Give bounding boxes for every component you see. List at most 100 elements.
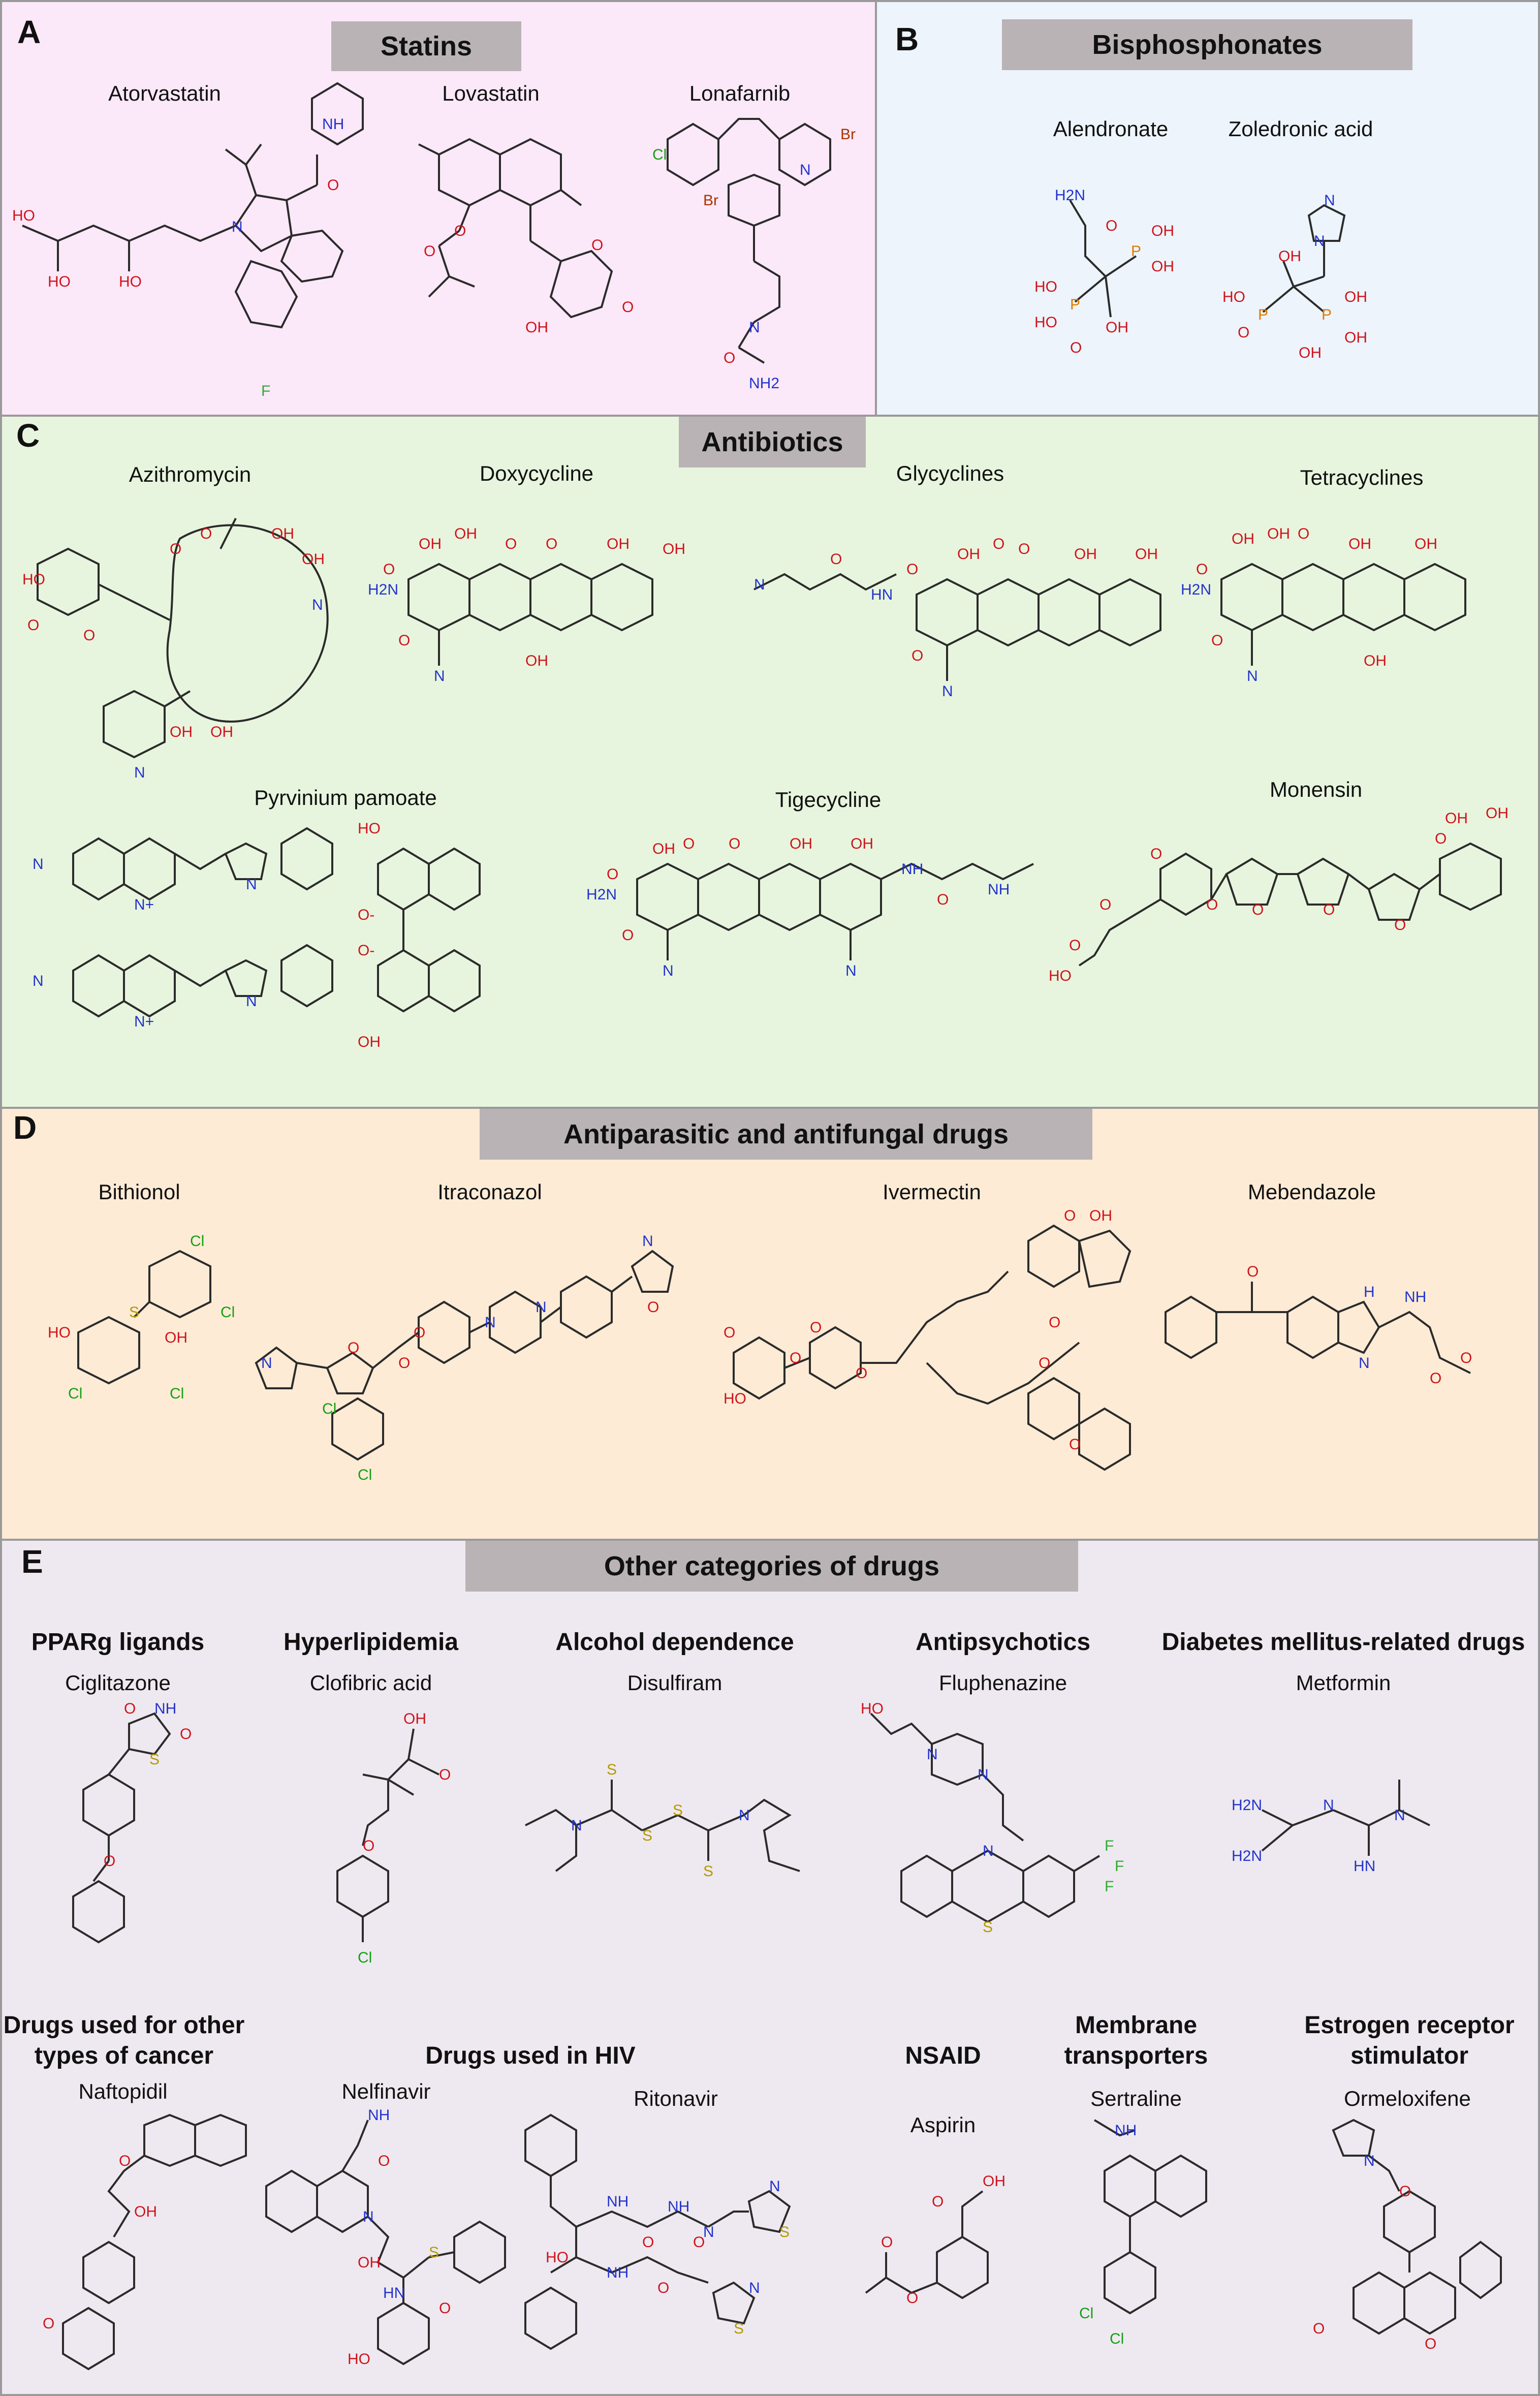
structure-mebendazole: O H N NH O O <box>1165 1263 1472 1387</box>
svg-text:NH: NH <box>1115 2122 1137 2139</box>
svg-text:N: N <box>312 597 323 613</box>
svg-text:N: N <box>363 2208 374 2225</box>
svg-text:Cl: Cl <box>170 1385 184 1402</box>
svg-text:NH: NH <box>154 1700 176 1717</box>
svg-text:O: O <box>1099 896 1111 913</box>
svg-text:OH: OH <box>1106 319 1128 336</box>
svg-text:O: O <box>1018 541 1030 557</box>
structure-naftopidil: O OH O <box>43 2113 247 2371</box>
svg-text:Cl: Cl <box>68 1385 82 1402</box>
category-other-cancer: Drugs used for other types of cancer <box>4 2010 245 2071</box>
svg-text:S: S <box>983 1919 993 1936</box>
category-diabetes: Diabetes mellitus-related drugs <box>1161 1629 1525 1656</box>
structure-metformin: H2N H2N N N HN <box>1232 1780 1430 1875</box>
structure-pyrvinium-pamoate: N N+ N N N+ N HO O- O- OH <box>33 820 481 1050</box>
structure-aspirin: OH O O O <box>865 2173 1005 2307</box>
category-other-cancer-line1: Drugs used for other <box>3 2012 245 2039</box>
svg-text:NH2: NH2 <box>749 375 779 392</box>
svg-text:N: N <box>1314 233 1325 250</box>
structure-ritonavir: HO NH O NH O N N S NH O S N <box>524 2113 791 2350</box>
svg-text:O: O <box>1313 2320 1325 2337</box>
svg-text:S: S <box>673 1802 683 1819</box>
svg-text:N: N <box>739 1807 750 1824</box>
svg-text:N: N <box>749 319 760 336</box>
panel-title-statins: Statins <box>331 21 521 71</box>
svg-text:O: O <box>1435 830 1447 847</box>
svg-text:N: N <box>261 1355 272 1372</box>
svg-text:H2N: H2N <box>1055 187 1085 204</box>
svg-text:HO: HO <box>348 2351 370 2368</box>
svg-text:O: O <box>830 551 842 568</box>
svg-text:HO: HO <box>22 571 45 588</box>
svg-text:S: S <box>734 2320 744 2337</box>
svg-text:OH: OH <box>1278 248 1301 265</box>
drug-label-monensin: Monensin <box>1269 777 1363 801</box>
svg-text:S: S <box>642 1827 652 1844</box>
panel-bisphosphonates: B Bisphosphonates Alendronate Zoledronic… <box>875 0 1540 417</box>
svg-text:OH: OH <box>525 652 548 669</box>
svg-text:HO: HO <box>1034 314 1057 331</box>
drug-label-nelfinavir: Nelfinavir <box>341 2079 431 2103</box>
svg-text:O: O <box>724 350 735 366</box>
structure-alendronate: H2N P P HO HO O OH OH O OH <box>1034 187 1174 356</box>
svg-text:N: N <box>571 1817 582 1834</box>
svg-text:NH: NH <box>1404 1289 1426 1305</box>
panel-antibiotics: C Antibiotics Azithromycin Doxycycline G… <box>0 415 1540 1109</box>
drug-label-atorvastatin: Atorvastatin <box>108 81 221 105</box>
svg-text:O: O <box>1247 1263 1259 1280</box>
svg-text:N: N <box>845 962 857 979</box>
svg-text:O: O <box>1196 561 1208 578</box>
svg-text:OH: OH <box>170 724 193 740</box>
svg-text:OH: OH <box>165 1329 187 1346</box>
svg-text:S: S <box>779 2224 790 2241</box>
svg-text:O: O <box>1211 632 1223 649</box>
svg-text:N: N <box>754 576 765 593</box>
svg-text:O: O <box>383 561 395 578</box>
svg-text:OH: OH <box>790 835 812 852</box>
svg-text:N: N <box>33 856 44 873</box>
svg-text:O: O <box>124 1700 136 1717</box>
drug-label-bithionol: Bithionol <box>98 1180 180 1204</box>
svg-text:OH: OH <box>1486 805 1508 822</box>
svg-text:O: O <box>1106 217 1117 234</box>
svg-text:O: O <box>881 2234 893 2251</box>
svg-text:HO: HO <box>724 1390 746 1407</box>
svg-text:OH: OH <box>1267 525 1290 542</box>
svg-text:NH: NH <box>668 2198 689 2215</box>
svg-text:N: N <box>1324 192 1335 209</box>
svg-text:OH: OH <box>983 2173 1005 2190</box>
svg-text:O: O <box>657 2280 669 2296</box>
svg-text:O: O <box>647 1299 659 1316</box>
svg-text:OH: OH <box>1232 531 1254 547</box>
svg-text:Br: Br <box>840 126 856 143</box>
svg-text:N: N <box>1323 1797 1334 1814</box>
svg-text:O: O <box>622 299 634 316</box>
panel-other: E Other categories of drugs PPARg ligand… <box>0 1539 1540 2396</box>
drug-label-zoledronic-acid: Zoledronic acid <box>1228 117 1373 141</box>
svg-text:HO: HO <box>546 2249 569 2266</box>
drug-label-lonafarnib: Lonafarnib <box>689 81 791 105</box>
structure-disulfiram: N S S S S N <box>525 1761 800 1880</box>
structure-monensin: O O HO O O O O O O OH OH <box>1049 805 1508 984</box>
svg-text:OH: OH <box>957 546 980 563</box>
drug-label-alendronate: Alendronate <box>1053 117 1169 141</box>
svg-text:N: N <box>536 1299 547 1316</box>
svg-text:HO: HO <box>358 820 381 837</box>
svg-text:N: N <box>33 973 44 989</box>
structure-lovastatin: O O O O OH <box>418 138 634 336</box>
svg-text:NH: NH <box>607 2264 628 2281</box>
drug-label-ciglitazone: Ciglitazone <box>65 1671 171 1695</box>
svg-text:O: O <box>1070 339 1082 356</box>
svg-text:Cl: Cl <box>1079 2305 1093 2322</box>
structure-lonafarnib: Cl Br Br N N O NH2 <box>652 118 856 392</box>
drug-label-doxycycline: Doxycycline <box>479 461 594 485</box>
structure-fluphenazine: HO N N N S F F F <box>861 1700 1124 1936</box>
svg-text:O: O <box>724 1324 735 1341</box>
svg-text:N: N <box>1364 2153 1375 2169</box>
svg-text:O: O <box>693 2234 705 2251</box>
svg-text:P: P <box>1070 296 1080 313</box>
svg-text:N: N <box>134 764 145 781</box>
svg-text:HN: HN <box>1354 1858 1375 1875</box>
panel-letter-b: B <box>895 21 919 57</box>
svg-text:N: N <box>1247 668 1258 684</box>
